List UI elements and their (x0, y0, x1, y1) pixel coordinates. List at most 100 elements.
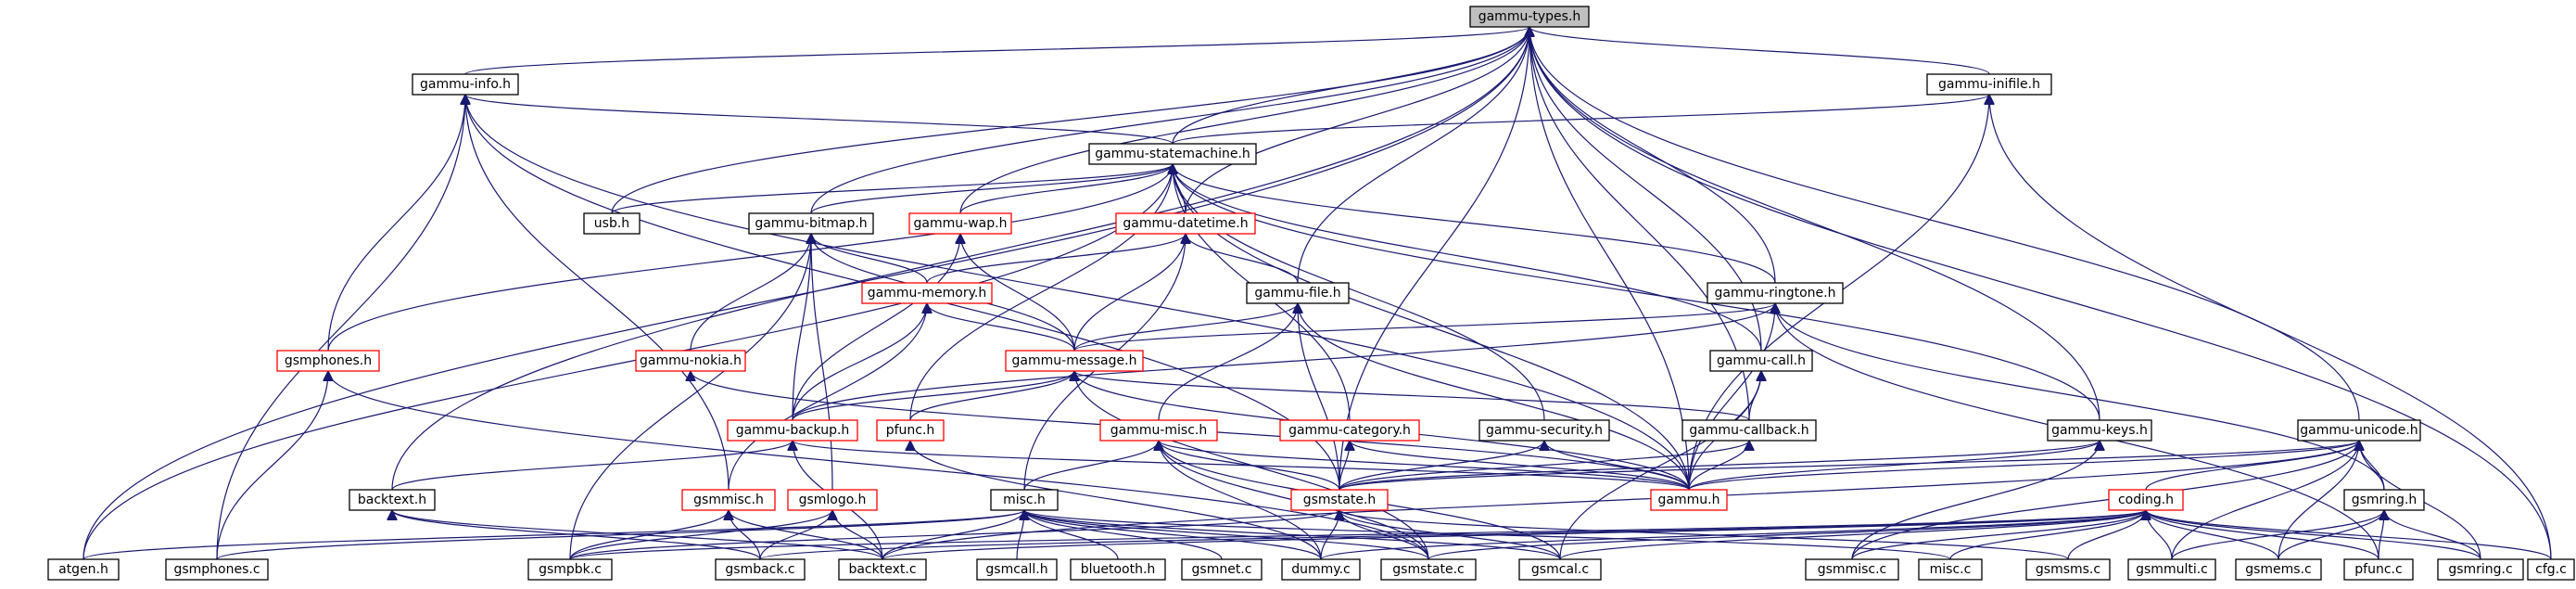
file-node-gammu-misc-h[interactable]: gammu-misc.h (1099, 419, 1218, 442)
file-node-box (876, 419, 945, 442)
edge-gsmphones-c-to-gammu-info-h (216, 95, 465, 560)
edge-gammu-ringtone-h-to-gammu-types-h (1529, 27, 1776, 284)
file-node-label: gsmphones.c (173, 562, 260, 577)
edge-gsmback-c-to-backtext-h (392, 509, 761, 560)
file-node-label: gsmnet.c (1192, 562, 1252, 577)
file-node-gsmmisc-c[interactable]: gsmmisc.c (1805, 558, 1899, 581)
file-node-box (1805, 558, 1899, 581)
edge-gammu-h-to-gammu-category-h (1350, 440, 1690, 491)
edge-gammu-wap-h-to-gammu-statemachine-h (959, 163, 1173, 214)
file-node-label: gammu-ringtone.h (1715, 286, 1836, 301)
file-node-pfunc-h[interactable]: pfunc.h (876, 419, 945, 442)
file-node-label: pfunc.h (886, 423, 935, 438)
file-node-gammu-callback-h[interactable]: gammu-callback.h (1681, 419, 1817, 442)
file-node-gsmsms-c[interactable]: gsmsms.c (2025, 558, 2111, 581)
file-node-gammu-backup-h[interactable]: gammu-backup.h (727, 419, 858, 442)
file-node-gammu-wap-h[interactable]: gammu-wap.h (908, 212, 1012, 235)
file-node-gammu-keys-h[interactable]: gammu-keys.h (2047, 419, 2152, 442)
file-node-gammu-datetime-h[interactable]: gammu-datetime.h (1115, 212, 1256, 235)
file-node-gammu-security-h[interactable]: gammu-security.h (1478, 419, 1610, 442)
file-node-box (1709, 350, 1813, 372)
edge-dummy-c-to-misc-h (1024, 509, 1322, 560)
file-node-misc-c[interactable]: misc.c (1918, 558, 1983, 581)
edge-gammu-h-to-gammu-misc-h (1159, 440, 1690, 491)
file-node-box (1478, 419, 1610, 442)
edge-gammu-h-to-gammu-security-h (1544, 440, 1690, 491)
file-node-coding-h[interactable]: coding.h (2108, 489, 2184, 511)
file-node-gsmphones-h[interactable]: gsmphones.h (276, 350, 380, 372)
file-node-gsmems-c[interactable]: gsmems.c (2235, 558, 2322, 581)
file-node-label: gammu-unicode.h (2300, 423, 2417, 438)
file-node-gammu-memory-h[interactable]: gammu-memory.h (861, 282, 993, 304)
edge-backtext-c-to-gsmmisc-h (729, 509, 883, 560)
file-node-dummy-c[interactable]: dummy.c (1281, 558, 1361, 581)
file-node-gsmring-h[interactable]: gsmring.h (2343, 489, 2425, 511)
edge-gsmmisc-h-to-gammu-info-h (465, 95, 730, 491)
edge-cfg-c-to-coding-h (2146, 509, 2552, 560)
edge-usb-h-to-gammu-types-h (611, 27, 1529, 214)
file-node-misc-h[interactable]: misc.h (990, 489, 1059, 511)
edge-misc-c-to-misc-h (1024, 509, 1951, 560)
file-node-bluetooth-h[interactable]: bluetooth.h (1070, 558, 1166, 581)
file-node-gammu-inifile-h[interactable]: gammu-inifile.h (1926, 73, 2052, 96)
edge-backtext-c-to-backtext-h (392, 509, 883, 560)
file-node-box (349, 489, 436, 511)
file-node-label: gammu-misc.h (1110, 423, 1208, 438)
file-node-box (1099, 419, 1218, 442)
file-node-gammu-statemachine-h[interactable]: gammu-statemachine.h (1088, 143, 1257, 165)
file-node-backtext-c[interactable]: backtext.c (838, 558, 927, 581)
file-node-box (635, 350, 746, 372)
file-node-gammu-unicode-h[interactable]: gammu-unicode.h (2297, 419, 2421, 442)
file-node-gsmback-c[interactable]: gsmback.c (715, 558, 806, 581)
file-node-label: gammu-bitmap.h (755, 216, 867, 231)
file-node-box (748, 212, 874, 235)
file-node-gsmphones-c[interactable]: gsmphones.c (165, 558, 269, 581)
file-node-gammu-h[interactable]: gammu.h (1650, 489, 1728, 511)
file-node-gsmpbk-c[interactable]: gsmpbk.c (527, 558, 613, 581)
file-node-label: cfg.c (2535, 562, 2567, 577)
edge-gammu-info-h-to-gammu-types-h (464, 26, 1529, 75)
file-node-gammu-bitmap-h[interactable]: gammu-bitmap.h (748, 212, 874, 235)
edge-gsmmisc-c-to-gammu-unicode-h (1851, 441, 2359, 560)
edge-gsmlogo-h-to-gammu-bitmap-h (811, 234, 833, 491)
file-node-gsmlogo-h[interactable]: gsmlogo.h (787, 489, 878, 511)
file-node-label: gsmring.c (2448, 562, 2512, 577)
edge-gammu-keys-h-to-gammu-types-h (1529, 27, 2100, 421)
file-node-atgen-h[interactable]: atgen.h (47, 558, 120, 581)
file-node-box (861, 282, 993, 304)
file-node-gsmstate-h[interactable]: gsmstate.h (1290, 489, 1389, 511)
edge-gsmcal-c-to-gammu-call-h (1559, 371, 1761, 560)
file-node-box (908, 212, 1012, 235)
file-node-gsmmulti-c[interactable]: gsmmulti.c (2127, 558, 2216, 581)
edge-backtext-c-to-gammu-unicode-h (882, 440, 2359, 560)
file-node-gsmstate-c[interactable]: gsmstate.c (1380, 558, 1477, 581)
file-node-label: gammu-call.h (1717, 353, 1806, 368)
edge-gsmmisc-c-to-coding-h (1851, 509, 2146, 560)
file-node-gammu-nokia-h[interactable]: gammu-nokia.h (635, 350, 746, 372)
edge-gsmstate-h-to-gammu-types-h (1339, 27, 1529, 491)
file-node-gsmcall-h[interactable]: gsmcall.h (976, 558, 1058, 581)
file-node-gsmring-c[interactable]: gsmring.c (2437, 558, 2524, 581)
file-node-gammu-message-h[interactable]: gammu-message.h (1005, 350, 1144, 372)
file-node-gammu-call-h[interactable]: gammu-call.h (1709, 350, 1813, 372)
edge-gsmstate-h-to-gammu-misc-h (1159, 440, 1340, 491)
file-node-label: gammu-nokia.h (640, 353, 742, 368)
file-node-gammu-category-h[interactable]: gammu-category.h (1279, 419, 1420, 442)
edge-cfg-c-to-gammu-types-h (1529, 27, 2552, 560)
file-node-gsmcal-c[interactable]: gsmcal.c (1518, 558, 1602, 581)
file-node-gsmnet-c[interactable]: gsmnet.c (1181, 558, 1263, 581)
file-node-gammu-info-h[interactable]: gammu-info.h (412, 73, 519, 96)
file-node-pfunc-c[interactable]: pfunc.c (2343, 558, 2414, 581)
edge-pfunc-h-to-gammu-statemachine-h (909, 164, 1173, 421)
edge-gammu-misc-h-to-gammu-file-h (1158, 303, 1298, 421)
file-node-backtext-h[interactable]: backtext.h (349, 489, 436, 511)
file-node-gammu-file-h[interactable]: gammu-file.h (1246, 282, 1350, 304)
file-node-box (990, 489, 1059, 511)
edge-gsmring-h-to-gammu-ringtone-h (1775, 303, 2385, 491)
file-node-gammu-types-h[interactable]: gammu-types.h (1469, 6, 1590, 28)
file-node-box (1281, 558, 1361, 581)
file-node-cfg-c[interactable]: cfg.c (2527, 558, 2575, 581)
file-node-usb-h[interactable]: usb.h (583, 212, 641, 235)
file-node-gsmmisc-h[interactable]: gsmmisc.h (681, 489, 776, 511)
file-node-gammu-ringtone-h[interactable]: gammu-ringtone.h (1707, 282, 1844, 304)
